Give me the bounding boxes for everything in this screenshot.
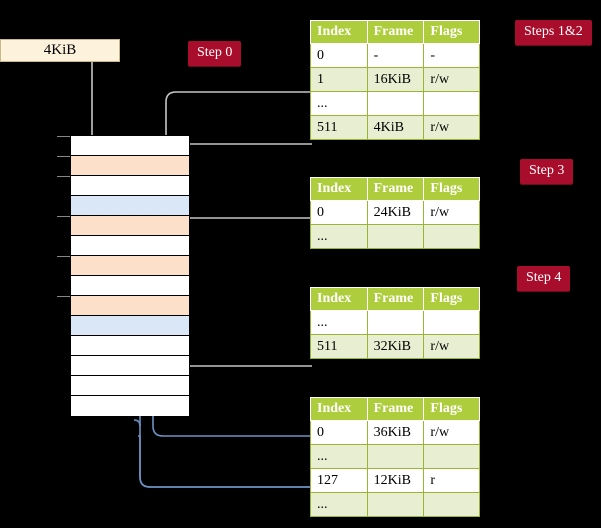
table-row: ...	[310, 310, 480, 335]
memory-row-tick	[57, 156, 70, 157]
table-column-header: Flags	[423, 287, 480, 311]
table-cell	[366, 492, 425, 517]
table-column-header: Index	[310, 20, 368, 44]
source-frame-label: 4KiB	[43, 42, 77, 58]
table-column-header: Frame	[366, 20, 425, 44]
table-cell: 24KiB	[366, 200, 425, 225]
table-column-header: Index	[310, 177, 368, 201]
table-column-header: Flags	[423, 177, 480, 201]
memory-frame-row	[71, 136, 189, 156]
table-cell: r	[423, 468, 480, 493]
table-row: ...	[310, 444, 480, 469]
table-cell	[423, 310, 480, 335]
table-column-header: Index	[310, 287, 368, 311]
table-row: 0--	[310, 43, 480, 68]
table-cell: 4KiB	[366, 115, 425, 140]
table-cell: -	[366, 43, 425, 68]
physical-memory-column	[70, 135, 190, 416]
memory-frame-row	[71, 256, 189, 276]
memory-row-tick	[57, 136, 70, 137]
table-cell: r/w	[423, 67, 480, 92]
table-row: ...	[310, 224, 480, 249]
memory-frame-row	[71, 336, 189, 356]
step-label-step3: Step 3	[520, 159, 574, 184]
memory-row-tick	[57, 216, 70, 217]
memory-row-tick	[57, 256, 70, 257]
table-cell: r/w	[423, 200, 480, 225]
memory-row-tick	[57, 176, 70, 177]
table-cell: ...	[310, 91, 368, 116]
memory-frame-row	[71, 196, 189, 216]
table-cell: r/w	[423, 334, 480, 359]
table-cell: 127	[310, 468, 368, 493]
table-cell: ...	[310, 224, 368, 249]
step-label-steps12: Steps 1&2	[515, 20, 592, 45]
source-frame-box: 4KiB	[0, 39, 120, 62]
table-column-header: Index	[310, 397, 368, 421]
memory-frame-row	[71, 356, 189, 376]
table-column-header: Frame	[366, 287, 425, 311]
memory-frame-row	[71, 316, 189, 336]
table-cell	[366, 224, 425, 249]
table-cell	[423, 444, 480, 469]
table-cell: 12KiB	[366, 468, 425, 493]
table-cell: 32KiB	[366, 334, 425, 359]
memory-frame-row	[71, 276, 189, 296]
memory-row-tick	[57, 296, 70, 297]
memory-frame-row	[71, 296, 189, 316]
step-label-step4: Step 4	[517, 266, 571, 291]
table-cell: 36KiB	[366, 420, 425, 445]
step-label-step0: Step 0	[188, 41, 242, 66]
wire-0-24kib	[174, 217, 312, 262]
table-column-header: Frame	[366, 397, 425, 421]
table-cell: 511	[310, 115, 368, 140]
table-cell: 0	[310, 420, 368, 445]
table-column-header: Frame	[366, 177, 425, 201]
table-cell: 1	[310, 67, 368, 92]
table-cell: ...	[310, 444, 368, 469]
table-cell: -	[423, 43, 480, 68]
table-cell	[366, 444, 425, 469]
table-cell: 16KiB	[366, 67, 425, 92]
table-cell: ...	[310, 492, 368, 517]
table-column-header: Flags	[423, 20, 480, 44]
table-row: ...	[310, 492, 480, 517]
table-cell: 511	[310, 334, 368, 359]
table-cell: 0	[310, 200, 368, 225]
table-cell: r/w	[423, 420, 480, 445]
table-cell	[423, 91, 480, 116]
memory-frame-row	[71, 236, 189, 256]
table-column-header: Flags	[423, 397, 480, 421]
table-cell	[423, 492, 480, 517]
memory-frame-row	[71, 156, 189, 176]
memory-frame-row	[71, 376, 189, 396]
table-cell: 0	[310, 43, 368, 68]
table-cell	[366, 91, 425, 116]
table-cell: ...	[310, 310, 368, 335]
memory-frame-row	[71, 176, 189, 196]
table-cell	[366, 310, 425, 335]
table-row: ...	[310, 91, 480, 116]
memory-frame-row	[71, 396, 189, 416]
table-cell	[423, 224, 480, 249]
table-cell: r/w	[423, 115, 480, 140]
memory-frame-row	[71, 216, 189, 236]
